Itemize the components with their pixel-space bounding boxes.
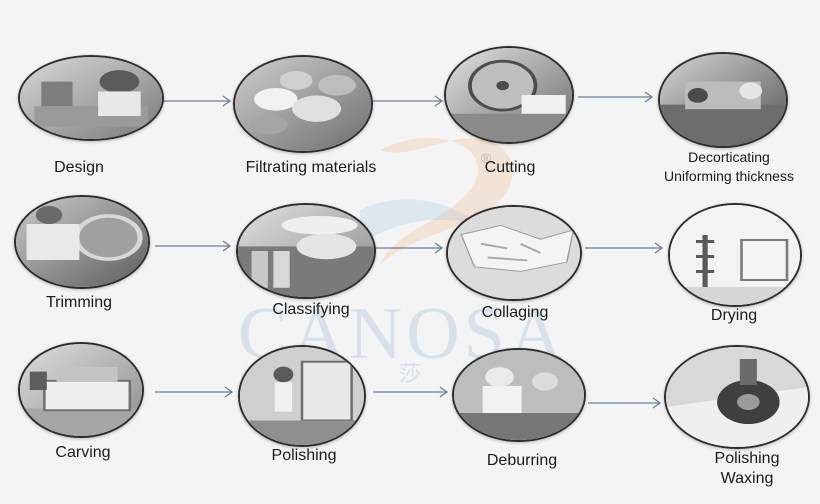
flow-arrow-icon [374,242,444,254]
flow-arrow-icon [588,397,662,409]
step-label-line: Polishing [271,447,337,464]
classifying-photo-icon [236,203,376,299]
trimming-photo-icon [14,195,150,289]
step-label-filtrating: Filtrating materials [246,158,377,178]
flow-arrow-icon [372,95,444,107]
drying-rack-photo-icon [668,203,802,307]
decorticating-photo-icon [658,52,788,148]
flow-arrow-icon [373,386,449,398]
flow-arrow-icon [155,386,234,398]
step-label-line: Design [54,159,104,176]
step-label-line: Uniforming thickness [664,168,794,184]
step-label-classifying: Classifying [272,300,349,320]
step-label-line: Waxing [720,470,774,487]
flow-arrow-icon [585,242,664,254]
step-label-line: Trimming [45,294,113,311]
polishing-pad-photo-icon [664,345,810,449]
step-label-cutting: Cutting [485,158,536,178]
deburring-photo-icon [452,348,586,442]
cutting-saw-photo-icon [444,46,574,144]
flow-arrow-icon [578,91,654,103]
step-label-line: Drying [710,307,758,324]
step-label-line: Cutting [484,159,536,176]
step-label-line: Collaging [481,304,549,321]
step-label-carving: Carving [55,443,110,463]
step-label-collaging: Collaging [482,303,549,323]
step-label-deburring: Deburring [487,451,557,471]
step-label-line: Filtrating materials [245,159,377,176]
step-label-line: Decorticating [688,149,770,165]
flow-arrow-icon [155,240,232,252]
step-label-drying: Drying [711,306,757,326]
step-label-polishing: Polishing [272,446,337,466]
cnc-machine-photo-icon [18,342,144,438]
shells-photo-icon [233,55,373,153]
step-label-design: Design [54,158,104,178]
collaging-photo-icon [446,205,582,301]
step-label-line: Polishing [714,450,780,467]
step-label-line: Classifying [272,301,350,318]
step-label-line: Carving [55,444,111,461]
polishing-machine-photo-icon [238,345,366,447]
step-label-line: Deburring [486,452,558,469]
flow-arrow-icon [162,95,232,107]
step-label-trimming: Trimming [46,293,112,313]
design-photo-icon [18,55,164,141]
